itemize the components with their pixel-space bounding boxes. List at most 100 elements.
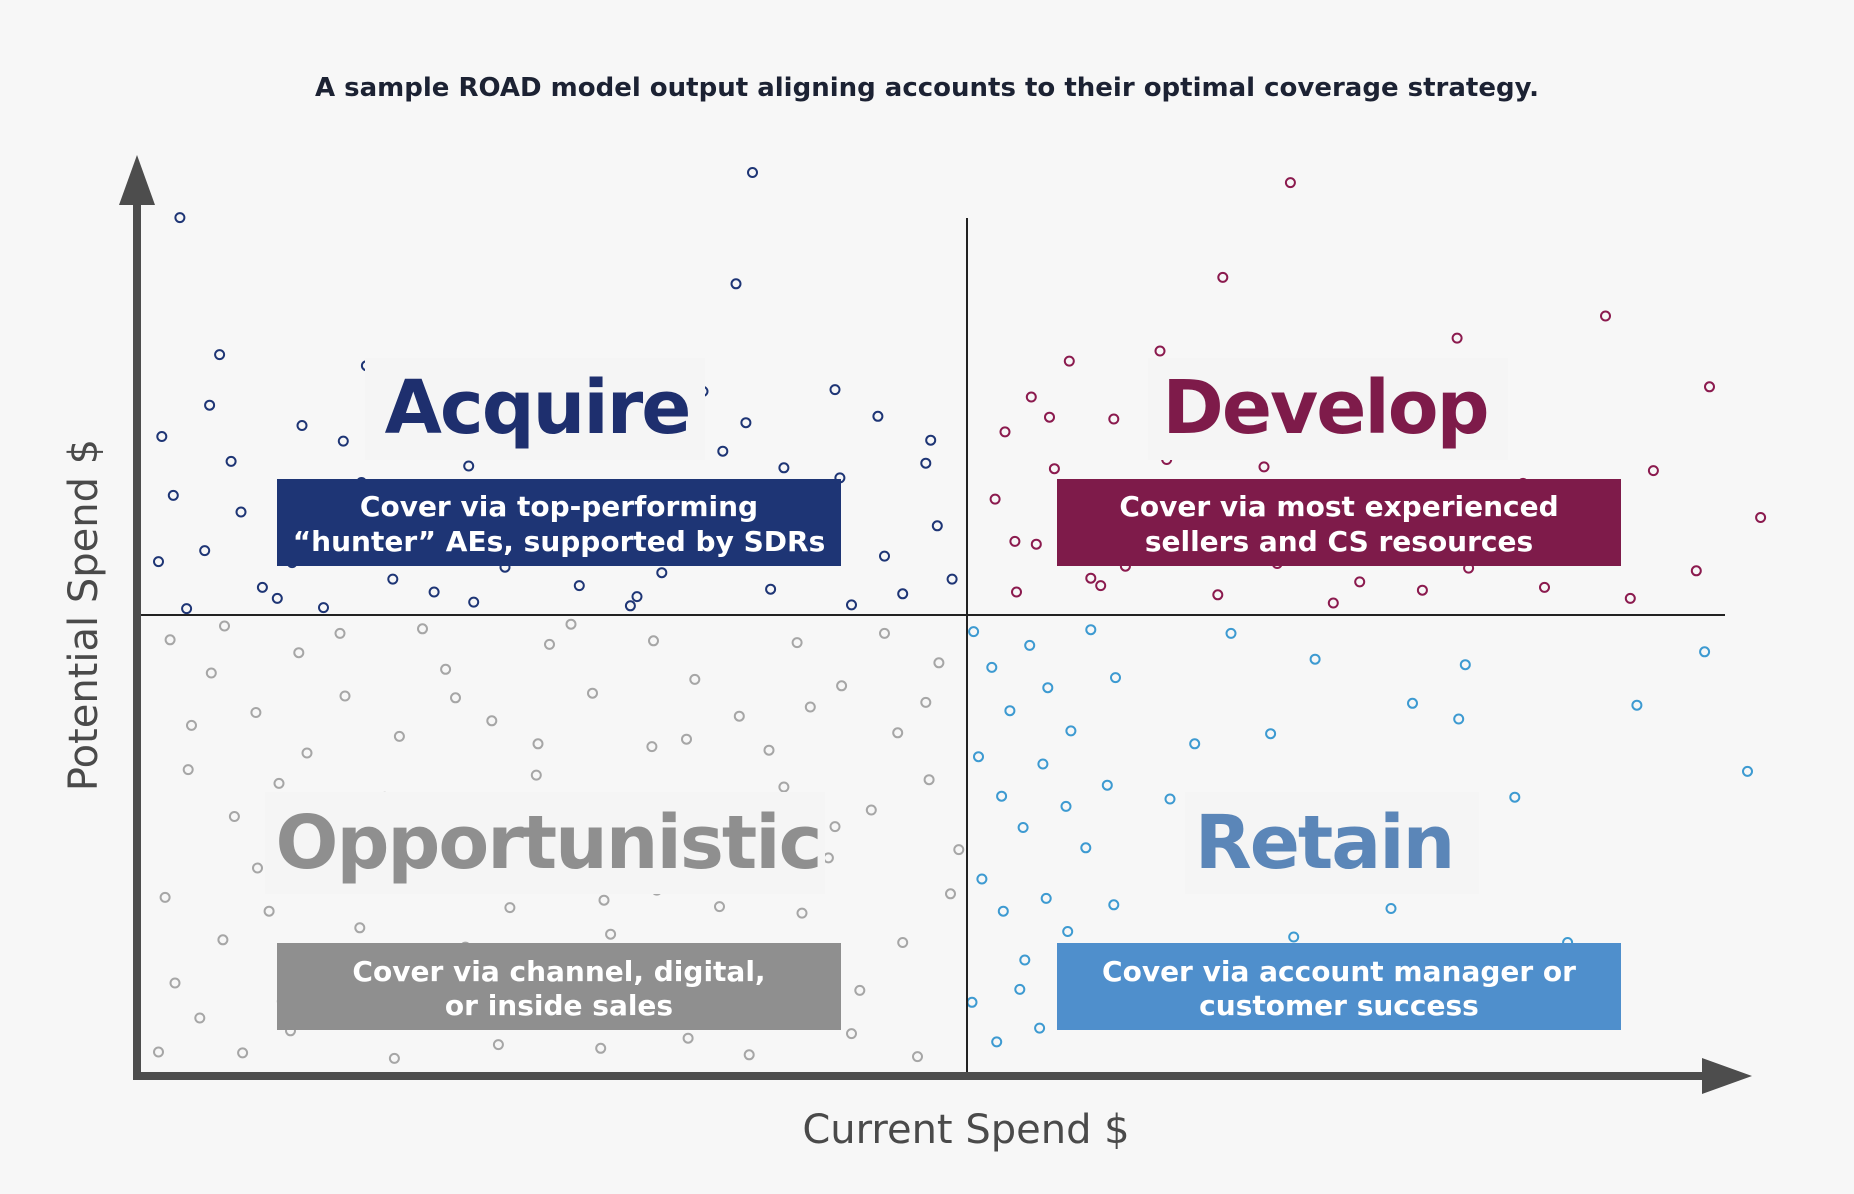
develop-desc-box <box>1057 479 1621 566</box>
point-develop <box>1009 535 1021 547</box>
point-develop <box>1085 572 1097 584</box>
point-opportunistic <box>273 777 285 789</box>
opportunistic-desc-box <box>277 943 841 1030</box>
point-retain <box>1019 954 1031 966</box>
point-acquire <box>468 596 480 608</box>
quadrant-opportunistic: Opportunistic Cover via channel, digital… <box>265 792 841 1030</box>
acquire-desc-box <box>277 479 841 566</box>
point-opportunistic <box>682 1032 694 1044</box>
point-retain <box>1699 646 1711 658</box>
point-opportunistic <box>778 781 790 793</box>
point-opportunistic <box>595 1042 607 1054</box>
point-opportunistic <box>153 1046 164 1058</box>
point-opportunistic <box>598 894 610 906</box>
point-acquire <box>920 457 932 469</box>
point-retain <box>1004 705 1016 717</box>
point-opportunistic <box>689 673 701 685</box>
point-opportunistic <box>796 907 808 919</box>
point-opportunistic <box>605 928 617 940</box>
y-axis-label: Potential Spend $ <box>61 439 107 791</box>
quadrant-retain: Retain Cover via account manager or cust… <box>1057 792 1621 1030</box>
point-acquire <box>318 602 329 614</box>
point-retain <box>1631 699 1643 711</box>
point-opportunistic <box>892 727 904 739</box>
point-develop <box>1755 512 1767 523</box>
point-opportunistic <box>681 733 692 745</box>
point-acquire <box>225 455 237 467</box>
point-opportunistic <box>339 690 351 702</box>
point-acquire <box>214 349 226 361</box>
point-opportunistic <box>846 1028 857 1040</box>
point-opportunistic <box>836 680 848 692</box>
point-opportunistic <box>182 764 194 776</box>
point-retain <box>1042 682 1054 694</box>
retain-desc-line2: customer success <box>1199 989 1479 1022</box>
point-develop <box>1416 584 1428 596</box>
point-opportunistic <box>791 637 803 649</box>
point-develop <box>1048 463 1060 475</box>
point-opportunistic <box>159 891 171 903</box>
point-opportunistic <box>822 852 834 864</box>
point-retain <box>976 873 988 885</box>
point-acquire <box>872 410 884 422</box>
point-retain <box>1459 659 1471 671</box>
point-develop <box>1011 586 1022 598</box>
x-axis-arrow <box>1702 1058 1752 1094</box>
develop-label-bg <box>1148 358 1508 460</box>
point-retain <box>1509 791 1521 803</box>
point-retain <box>973 751 984 763</box>
point-acquire <box>428 586 440 598</box>
y-axis-arrow <box>119 155 155 205</box>
point-opportunistic <box>648 635 659 647</box>
point-retain <box>1225 627 1237 639</box>
point-opportunistic <box>186 719 197 731</box>
point-retain <box>1164 793 1176 805</box>
point-develop <box>1284 177 1296 189</box>
point-acquire <box>740 417 752 429</box>
point-acquire <box>573 580 585 592</box>
point-develop <box>1025 391 1037 403</box>
point-retain <box>1108 899 1120 911</box>
point-opportunistic <box>743 1049 755 1061</box>
point-acquire <box>256 581 268 593</box>
point-develop <box>1063 355 1075 367</box>
point-develop <box>1327 597 1339 609</box>
point-develop <box>1095 580 1107 592</box>
point-retain <box>1080 842 1092 854</box>
point-develop <box>1217 271 1229 283</box>
point-acquire <box>897 588 909 600</box>
point-opportunistic <box>897 937 909 948</box>
point-retain <box>997 905 1009 917</box>
point-opportunistic <box>530 769 542 781</box>
point-acquire <box>879 550 890 562</box>
point-opportunistic <box>544 638 555 650</box>
point-opportunistic <box>250 707 262 718</box>
point-opportunistic <box>252 862 263 874</box>
point-opportunistic <box>263 905 275 917</box>
acquire-desc-line2: “hunter” AEs, supported by SDRs <box>293 525 825 558</box>
point-opportunistic <box>945 888 956 900</box>
point-acquire <box>656 567 668 579</box>
point-opportunistic <box>912 1051 923 1063</box>
point-opportunistic <box>486 715 498 727</box>
point-develop <box>1030 538 1042 550</box>
point-acquire <box>271 592 283 604</box>
point-opportunistic <box>169 977 181 989</box>
point-retain <box>1265 728 1277 740</box>
point-retain <box>1742 765 1753 777</box>
point-opportunistic <box>714 901 725 913</box>
acquire-label: Acquire <box>385 365 690 451</box>
point-opportunistic <box>565 618 577 630</box>
point-opportunistic <box>923 774 935 786</box>
point-acquire <box>156 431 168 442</box>
acquire-label-bg <box>365 358 705 460</box>
point-retain <box>1189 738 1201 750</box>
point-develop <box>1212 589 1224 601</box>
point-retain <box>991 1036 1003 1048</box>
point-acquire <box>730 278 742 290</box>
point-acquire <box>337 435 349 447</box>
point-retain <box>996 790 1008 802</box>
point-acquire <box>778 462 790 474</box>
point-develop <box>1704 381 1715 393</box>
